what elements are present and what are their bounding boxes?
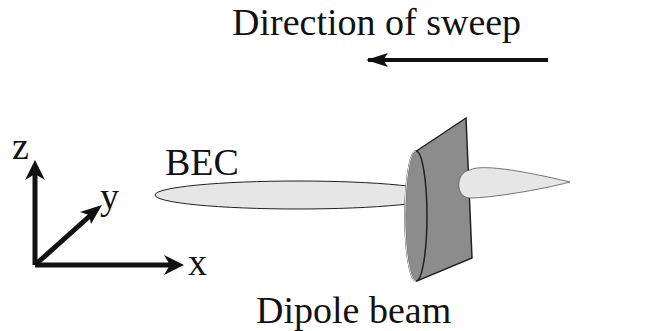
axis-heads (25, 160, 184, 275)
axes (35, 172, 172, 265)
bec-cloud (155, 181, 441, 209)
sweep-arrow (368, 58, 548, 62)
beam-face (405, 151, 427, 281)
bec-tail (459, 168, 570, 198)
axis-label: x (188, 242, 207, 282)
bec-label: BEC (165, 142, 239, 182)
axis-label: y (100, 176, 119, 216)
axis-label: z (12, 126, 29, 166)
beam-label: Dipole beam (256, 290, 451, 330)
sweep-label: Direction of sweep (232, 2, 521, 42)
